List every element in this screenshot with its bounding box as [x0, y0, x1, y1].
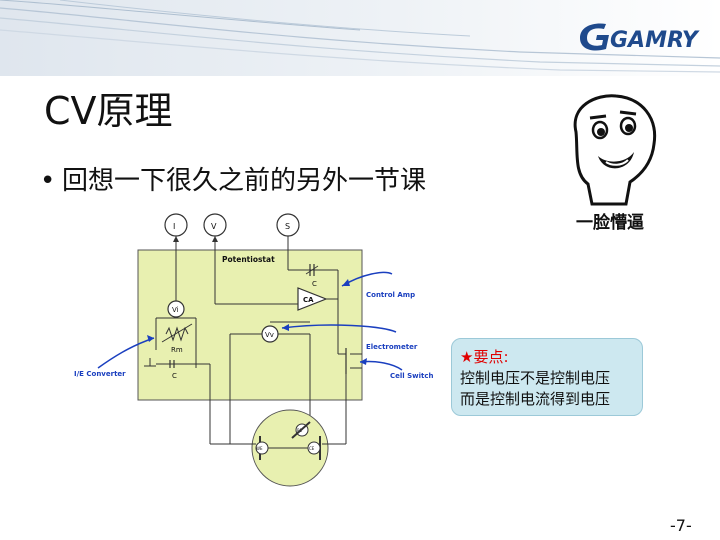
potentiostat-label: Potentiostat [222, 255, 275, 264]
cell-ce-electrode [307, 441, 321, 455]
current-meter [164, 213, 188, 237]
potentiostat-diagram: Potentiostat I V S C CA Vi [70, 208, 450, 490]
key-point-note: ★要点: 控制电压不是控制电压 而是控制电流得到电压 [451, 338, 643, 416]
cell-we-electrode [255, 441, 269, 455]
potentiostat-circuit: Potentiostat I V S C CA Vi [74, 213, 434, 487]
note-line-1: 控制电压不是控制电压 [460, 369, 611, 387]
callout-ie-converter: I/E Converter [74, 370, 126, 378]
note-line-2: 而是控制电流得到电压 [460, 390, 611, 408]
slide-title: CV原理 [44, 89, 173, 133]
cell-we-label: WE [256, 446, 263, 451]
gamry-logo: GAMRY [576, 18, 706, 54]
bullet-item: •回想一下很久之前的另外一节课 [40, 160, 426, 197]
bullet-text: 回想一下很久之前的另外一节课 [62, 166, 427, 196]
meter-v-label: V [211, 222, 217, 231]
callout-control-amp: Control Amp [366, 291, 415, 299]
logo-text: GAMRY [610, 28, 700, 53]
gamry-logo-mark: GAMRY [580, 23, 700, 53]
bullet-dot: • [40, 166, 56, 196]
page-number: -7- [670, 516, 692, 535]
callout-electrometer: Electrometer [366, 343, 418, 351]
meme-face-drawing [573, 94, 657, 206]
control-amp [297, 287, 328, 311]
meme-face-image [556, 92, 666, 234]
callout-cell-switch: Cell Switch [390, 372, 434, 380]
note-heading: 要点: [473, 348, 509, 366]
vi-meter [167, 300, 185, 318]
meme-caption: 一脸懵逼 [576, 213, 644, 233]
meter-s-label: S [285, 222, 290, 231]
cell-ce-label: CE [309, 446, 315, 451]
cap-c-bottom-label: C [172, 372, 177, 380]
vi-label: Vi [172, 306, 179, 314]
amp-label: CA [303, 296, 314, 304]
meter-i-label: I [173, 222, 175, 231]
note-heading-line: ★要点: [460, 347, 634, 368]
cap-c-top-label: C [312, 280, 317, 288]
vv-label: Vv [265, 331, 274, 339]
star-icon: ★ [460, 348, 474, 366]
rm-label: Rm [171, 346, 183, 354]
